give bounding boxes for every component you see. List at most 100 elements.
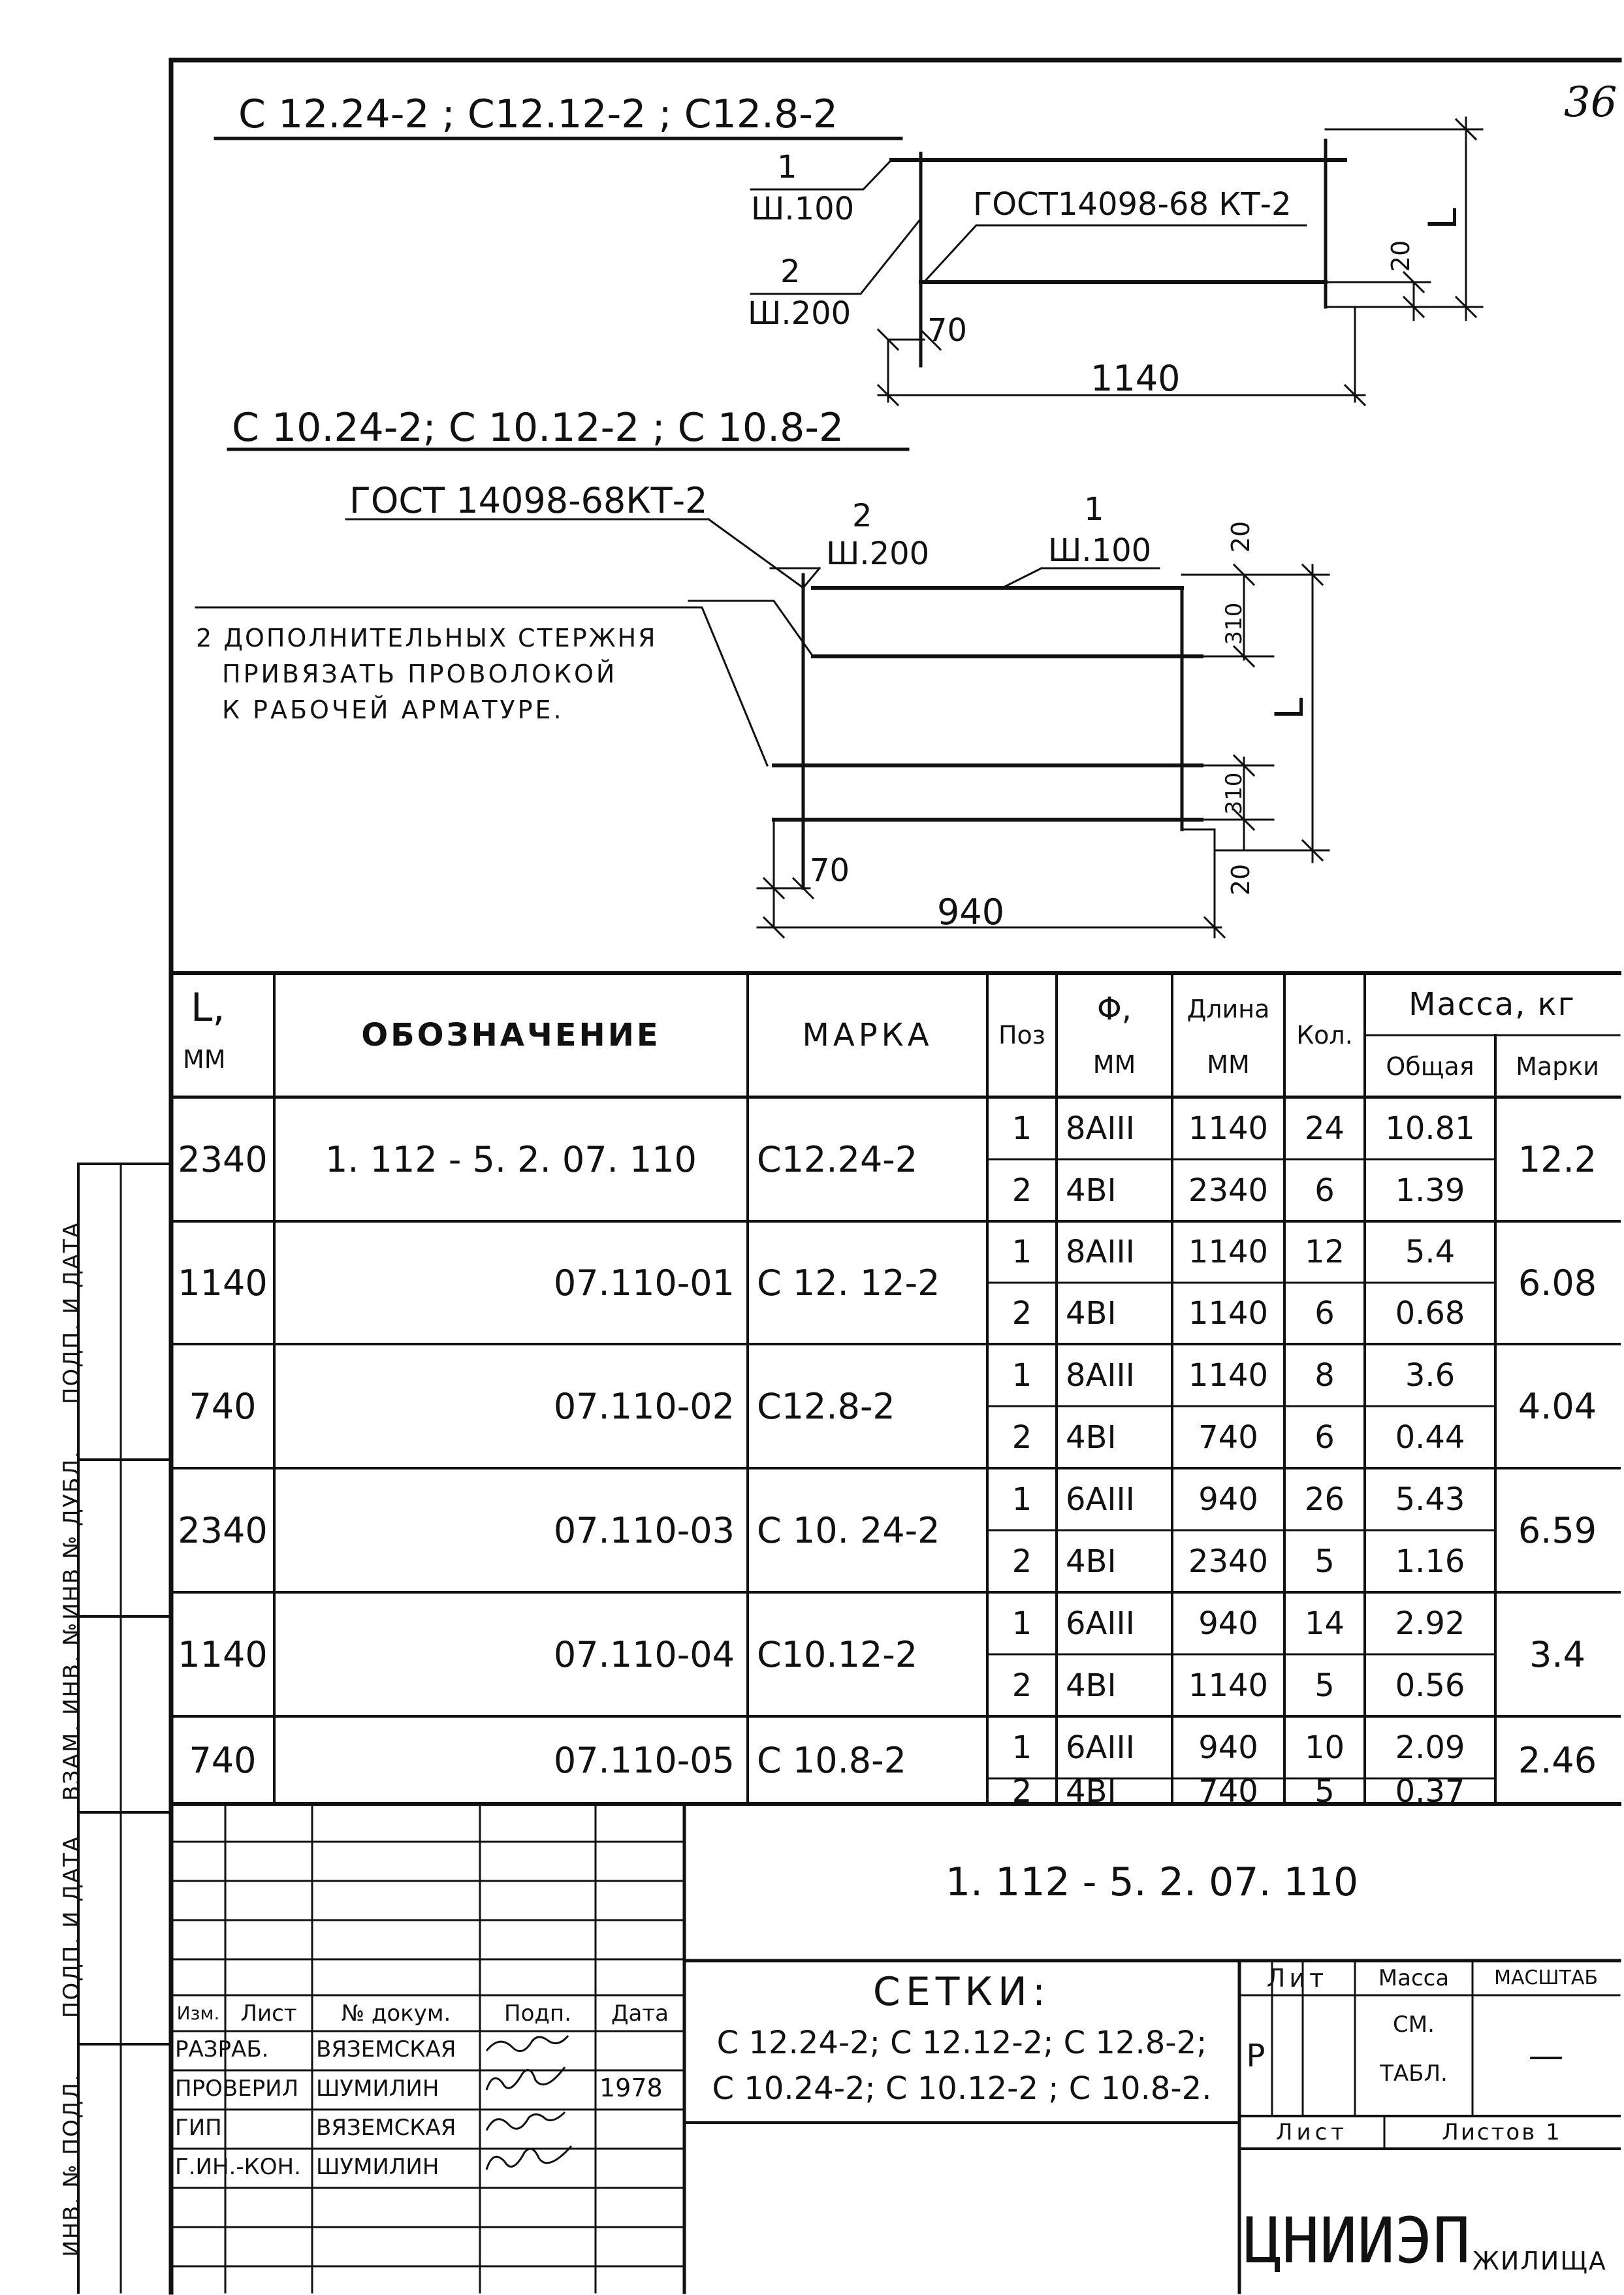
title-marks-line1: C 12.24-2; C 12.12-2; C 12.8-2; [716,2024,1207,2061]
row-phi: 4BI [1066,1295,1117,1332]
bottom-pos2-step: Ш.200 [826,536,930,572]
header-length: Длина [1186,995,1270,1023]
group-mark: C 12. 12-2 [757,1262,940,1304]
group-designation: 07.110-04 [553,1633,735,1675]
org-sub: ЖИЛИЩА [1473,2247,1607,2275]
scale-value: — [1528,2035,1564,2076]
top-pos1-step: Ш.100 [751,191,855,227]
sheet-number: 36 [1564,78,1617,127]
side-label-inv-podl: ИНВ. № ПОДЛ. [59,2073,85,2257]
row-qty: 6 [1314,1419,1335,1456]
top-dim-1140: 1140 [1091,358,1181,399]
row-phi: 8AIII [1066,1356,1135,1394]
row-phi: 4BI [1066,1419,1117,1456]
row-phi: 6AIII [1066,1605,1135,1642]
group-mass-mark: 4.04 [1518,1385,1597,1427]
group-L: 2340 [178,1509,268,1551]
group-L: 740 [189,1739,257,1781]
col-izm: Изм. [176,2002,220,2024]
top-gost-label: ГОСТ14098-68 КТ-2 [973,186,1292,223]
signature-1 [485,2035,569,2053]
org-name: ЦНИИЭП [1244,2204,1471,2277]
bottom-pos2-number: 2 [852,498,872,534]
row-mass: 10.81 [1385,1110,1475,1147]
name-developer: ВЯЗЕМСКАЯ [316,2036,456,2062]
row-qty: 5 [1314,1773,1335,1810]
row-length: 740 [1198,1773,1258,1810]
row-qty: 5 [1314,1543,1335,1580]
bottom-dim-70: 70 [810,852,850,889]
side-label-sign-date-2: ПОДП. И ДАТА [59,1221,85,1405]
top-pos2-step: Ш.200 [748,295,852,332]
row-qty: 5 [1314,1667,1335,1704]
side-label-sign-date-1: ПОДП. И ДАТА [59,1835,85,2019]
doc-code: 1. 112 - 5. 2. 07. 110 [945,1859,1359,1905]
group-mark: C12.8-2 [757,1385,895,1427]
role-developer: РАЗРАБ. [175,2036,269,2062]
header-phi: Φ, [1096,991,1132,1027]
lit-value: Р [1246,2037,1266,2074]
mass-value-line2: ТАБЛ. [1380,2061,1448,2087]
header-L-unit: ММ [183,1045,226,1074]
col-date: Дата [611,2000,669,2027]
bottom-pos1-step: Ш.100 [1048,532,1152,569]
row-pos: 2 [1011,1419,1032,1456]
side-label-vzam-inv: ВЗАМ. ИНВ. № [59,1621,85,1801]
row-phi: 4BI [1066,1172,1117,1209]
group-L: 740 [189,1385,257,1427]
row-pos: 2 [1011,1295,1032,1332]
row-qty: 8 [1314,1356,1335,1394]
top-dim-70: 70 [927,312,968,349]
row-phi: 8AIII [1066,1234,1135,1270]
row-mass: 0.68 [1395,1295,1465,1332]
row-pos: 1 [1011,1729,1032,1766]
row-phi: 4BI [1066,1543,1117,1580]
group-mass-mark: 6.08 [1518,1262,1597,1304]
row-length: 1140 [1188,1110,1269,1147]
row-length: 940 [1198,1605,1258,1642]
group-mark: C 10. 24-2 [757,1509,940,1551]
bottom-note-line2: ПРИВЯЗАТЬ ПРОВОЛОКОЙ [222,660,618,688]
mass-label: Масса [1378,1965,1450,1991]
header-L: L, ММ [171,973,274,1097]
row-pos: 1 [1011,1605,1032,1642]
bottom-dim-940: 940 [937,891,1005,933]
group-mass-mark: 2.46 [1518,1739,1597,1781]
header-qty: Кол. [1296,1021,1353,1050]
row-mass: 1.16 [1395,1543,1465,1580]
name-gip: ВЯЗЕМСКАЯ [316,2115,456,2141]
group-mass-mark: 3.4 [1529,1633,1585,1675]
group-L: 1140 [178,1262,268,1304]
row-qty: 6 [1314,1295,1335,1332]
name-checker: ШУМИЛИН [316,2076,439,2102]
row-pos: 2 [1011,1172,1032,1209]
row-pos: 2 [1011,1773,1032,1810]
sheet-label: Лист [1275,2119,1348,2145]
row-pos: 1 [1011,1356,1032,1394]
role-chief-engineer: Г.ИН.-КОН. [175,2154,301,2180]
role-gip: ГИП [175,2115,222,2141]
header-mark: МАРКА [802,1017,933,1053]
bottom-drawing-title: C 10.24-2; C 10.12-2 ; C 10.8-2 [232,405,844,451]
signature-2 [485,2066,566,2091]
row-qty: 14 [1304,1605,1345,1642]
row-qty: 6 [1314,1172,1335,1209]
name-chief-engineer: ШУМИЛИН [316,2154,439,2180]
row-length: 1140 [1188,1295,1269,1332]
group-designation: 1. 112 - 5. 2. 07. 110 [325,1138,697,1180]
header-L-symbol: L, [191,985,225,1031]
row-pos: 1 [1011,1110,1032,1147]
group-L: 2340 [178,1138,268,1180]
row-mass: 2.09 [1395,1729,1465,1766]
top-pos2-number: 2 [780,253,801,290]
row-pos: 2 [1011,1667,1032,1704]
group-designation: 07.110-01 [553,1262,735,1304]
row-length: 740 [1198,1419,1258,1456]
row-phi: 8AIII [1066,1110,1135,1147]
header-mass-total: Общая [1386,1051,1474,1081]
row-length: 940 [1198,1729,1258,1766]
header-pos: Поз [998,1021,1046,1050]
header-phi-unit: ММ [1092,1050,1136,1079]
